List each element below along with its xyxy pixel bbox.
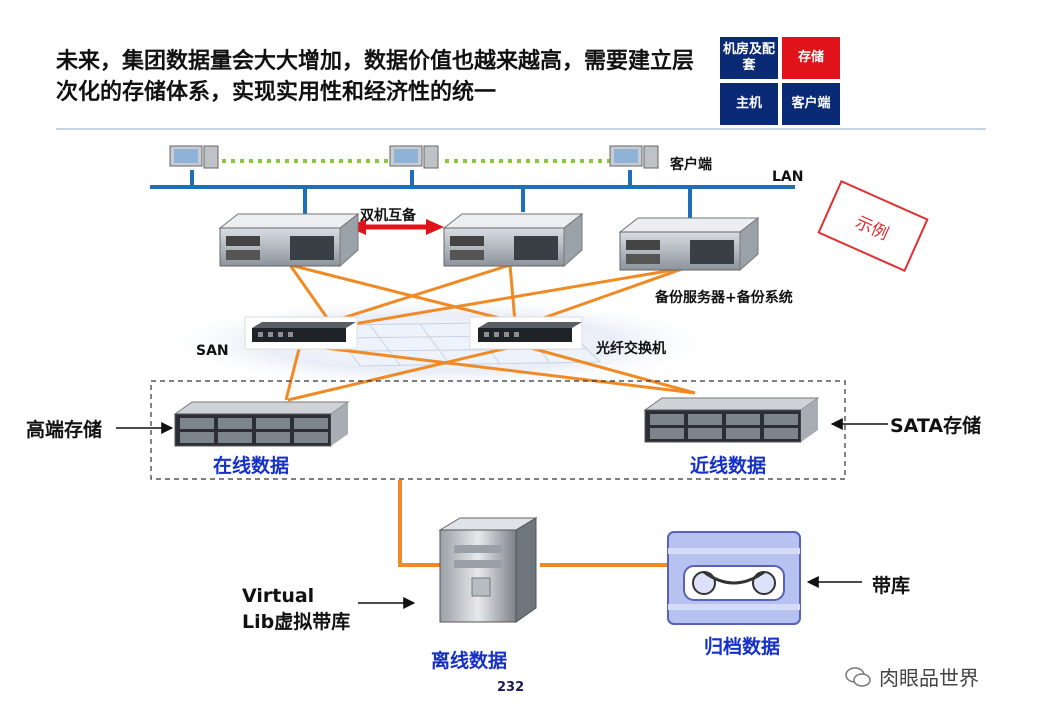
nav-item-facility[interactable]: 机房及配套 [720,37,778,79]
client-pc-icon [389,145,439,169]
section-nav: 机房及配套 存储 主机 客户端 [720,37,840,125]
page-title: 未来，集团数据量会大大增加，数据价值也越来越高，需要建立层次化的存储体系，实现实… [56,49,695,105]
rack-server-icon [218,212,360,268]
client-label: 客户端 [670,157,712,173]
virtual-library-label: Virtual Lib虚拟带库 [242,585,351,633]
client-pc-icon [609,145,659,169]
san-label: SAN [196,343,229,359]
backup-server-icon [618,216,760,272]
nav-item-client[interactable]: 客户端 [782,83,840,125]
watermark: 肉眼品世界 [845,662,979,691]
header-divider [56,128,986,130]
tape-cartridge-icon [667,531,801,625]
archive-data-label: 归档数据 [704,636,781,658]
lan-label: LAN [772,169,804,185]
ha-label: 双机互备 [360,208,416,224]
fc-switch-icon [244,316,358,350]
client-pc-icon [169,145,219,169]
offline-data-label: 离线数据 [431,650,508,672]
backup-label: 备份服务器+备份系统 [655,290,793,306]
online-data-label: 在线数据 [213,455,290,477]
wechat-icon [845,666,871,687]
nav-item-host[interactable]: 主机 [720,83,778,125]
fc-switch-label: 光纤交换机 [596,341,666,357]
virtual-library-tower-icon [438,517,538,623]
fc-switch-icon [469,316,583,350]
page-number: 232 [497,680,525,695]
sata-storage-icon [643,397,820,443]
tape-library-label: 带库 [872,575,911,597]
nav-item-storage[interactable]: 存储 [782,37,840,79]
watermark-text: 肉眼品世界 [879,666,979,690]
highend-storage-label: 高端存储 [26,419,103,441]
storage-tier-box [150,380,846,480]
highend-storage-icon [173,401,350,447]
sata-storage-label: SATA存储 [890,415,982,437]
nearline-data-label: 近线数据 [690,455,767,477]
rack-server-icon [442,212,584,268]
